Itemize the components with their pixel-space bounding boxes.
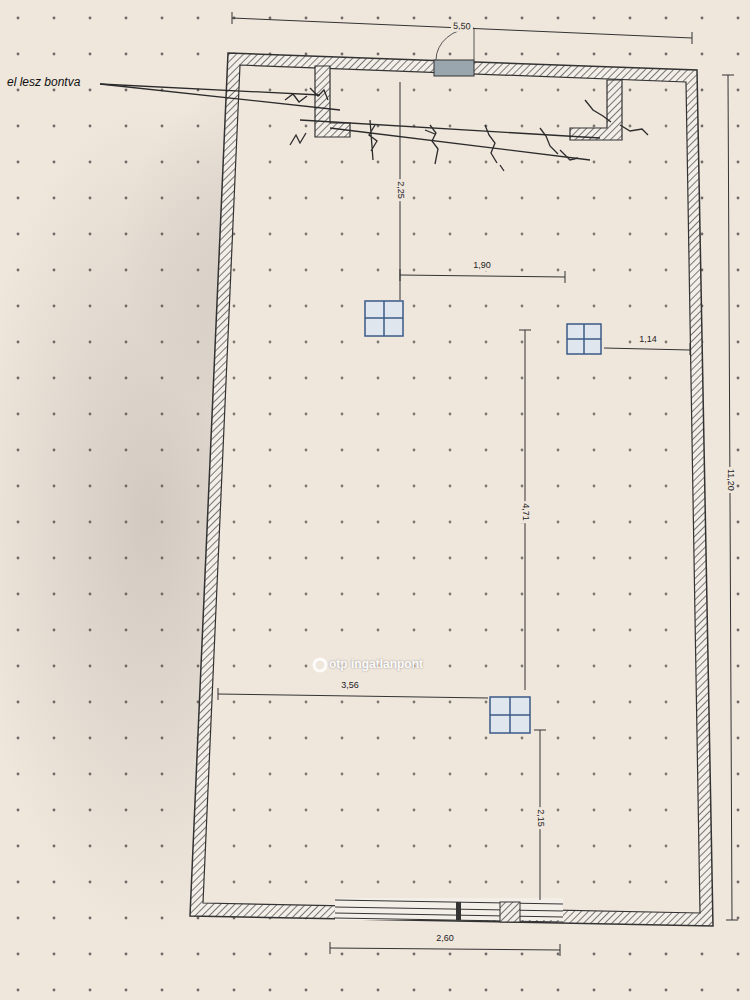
dimension: 4,71 [520, 501, 530, 523]
walls [190, 28, 713, 926]
dimension-line [218, 12, 738, 956]
dimension: 2,15 [535, 807, 545, 829]
dimension: 3,56 [339, 681, 361, 691]
watermark: otp ingatlanpont [327, 658, 425, 671]
dimension: 11,20 [725, 467, 735, 493]
pencil-marks [100, 84, 648, 171]
dimension: 2,25 [395, 179, 405, 201]
dimension: 2,60 [434, 934, 456, 944]
dimension: 5,50 [451, 22, 473, 33]
dimension: 1,14 [637, 335, 659, 345]
note: el lesz bontva [5, 76, 82, 89]
watermark-logo [314, 659, 326, 671]
dimension: 1,90 [471, 261, 493, 271]
